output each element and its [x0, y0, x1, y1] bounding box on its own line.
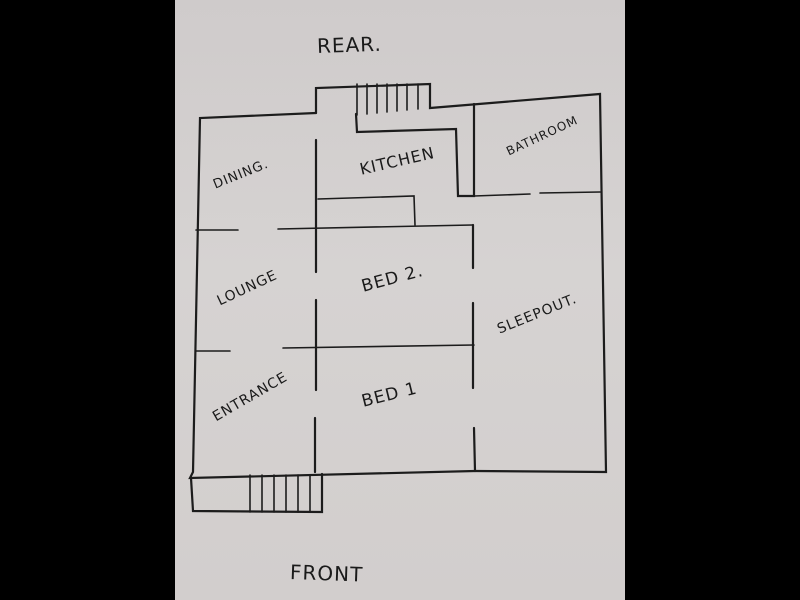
label-front: FRONT: [289, 560, 364, 587]
outer-wall-left: [188, 111, 477, 480]
label-rear: REAR.: [316, 31, 383, 58]
kitchen-bed2-wall: [277, 224, 473, 230]
bathroom-wall: [473, 193, 531, 197]
front-steps: [189, 472, 324, 514]
kitchen-wall: [354, 102, 476, 198]
kitchen-bench: [317, 195, 416, 226]
bathroom-wall-right: [539, 191, 601, 194]
bed2-bed1-wall: [282, 344, 475, 349]
sleepout-wall: [472, 426, 477, 473]
outer-wall: [314, 82, 608, 474]
rear-steps: [356, 83, 419, 116]
